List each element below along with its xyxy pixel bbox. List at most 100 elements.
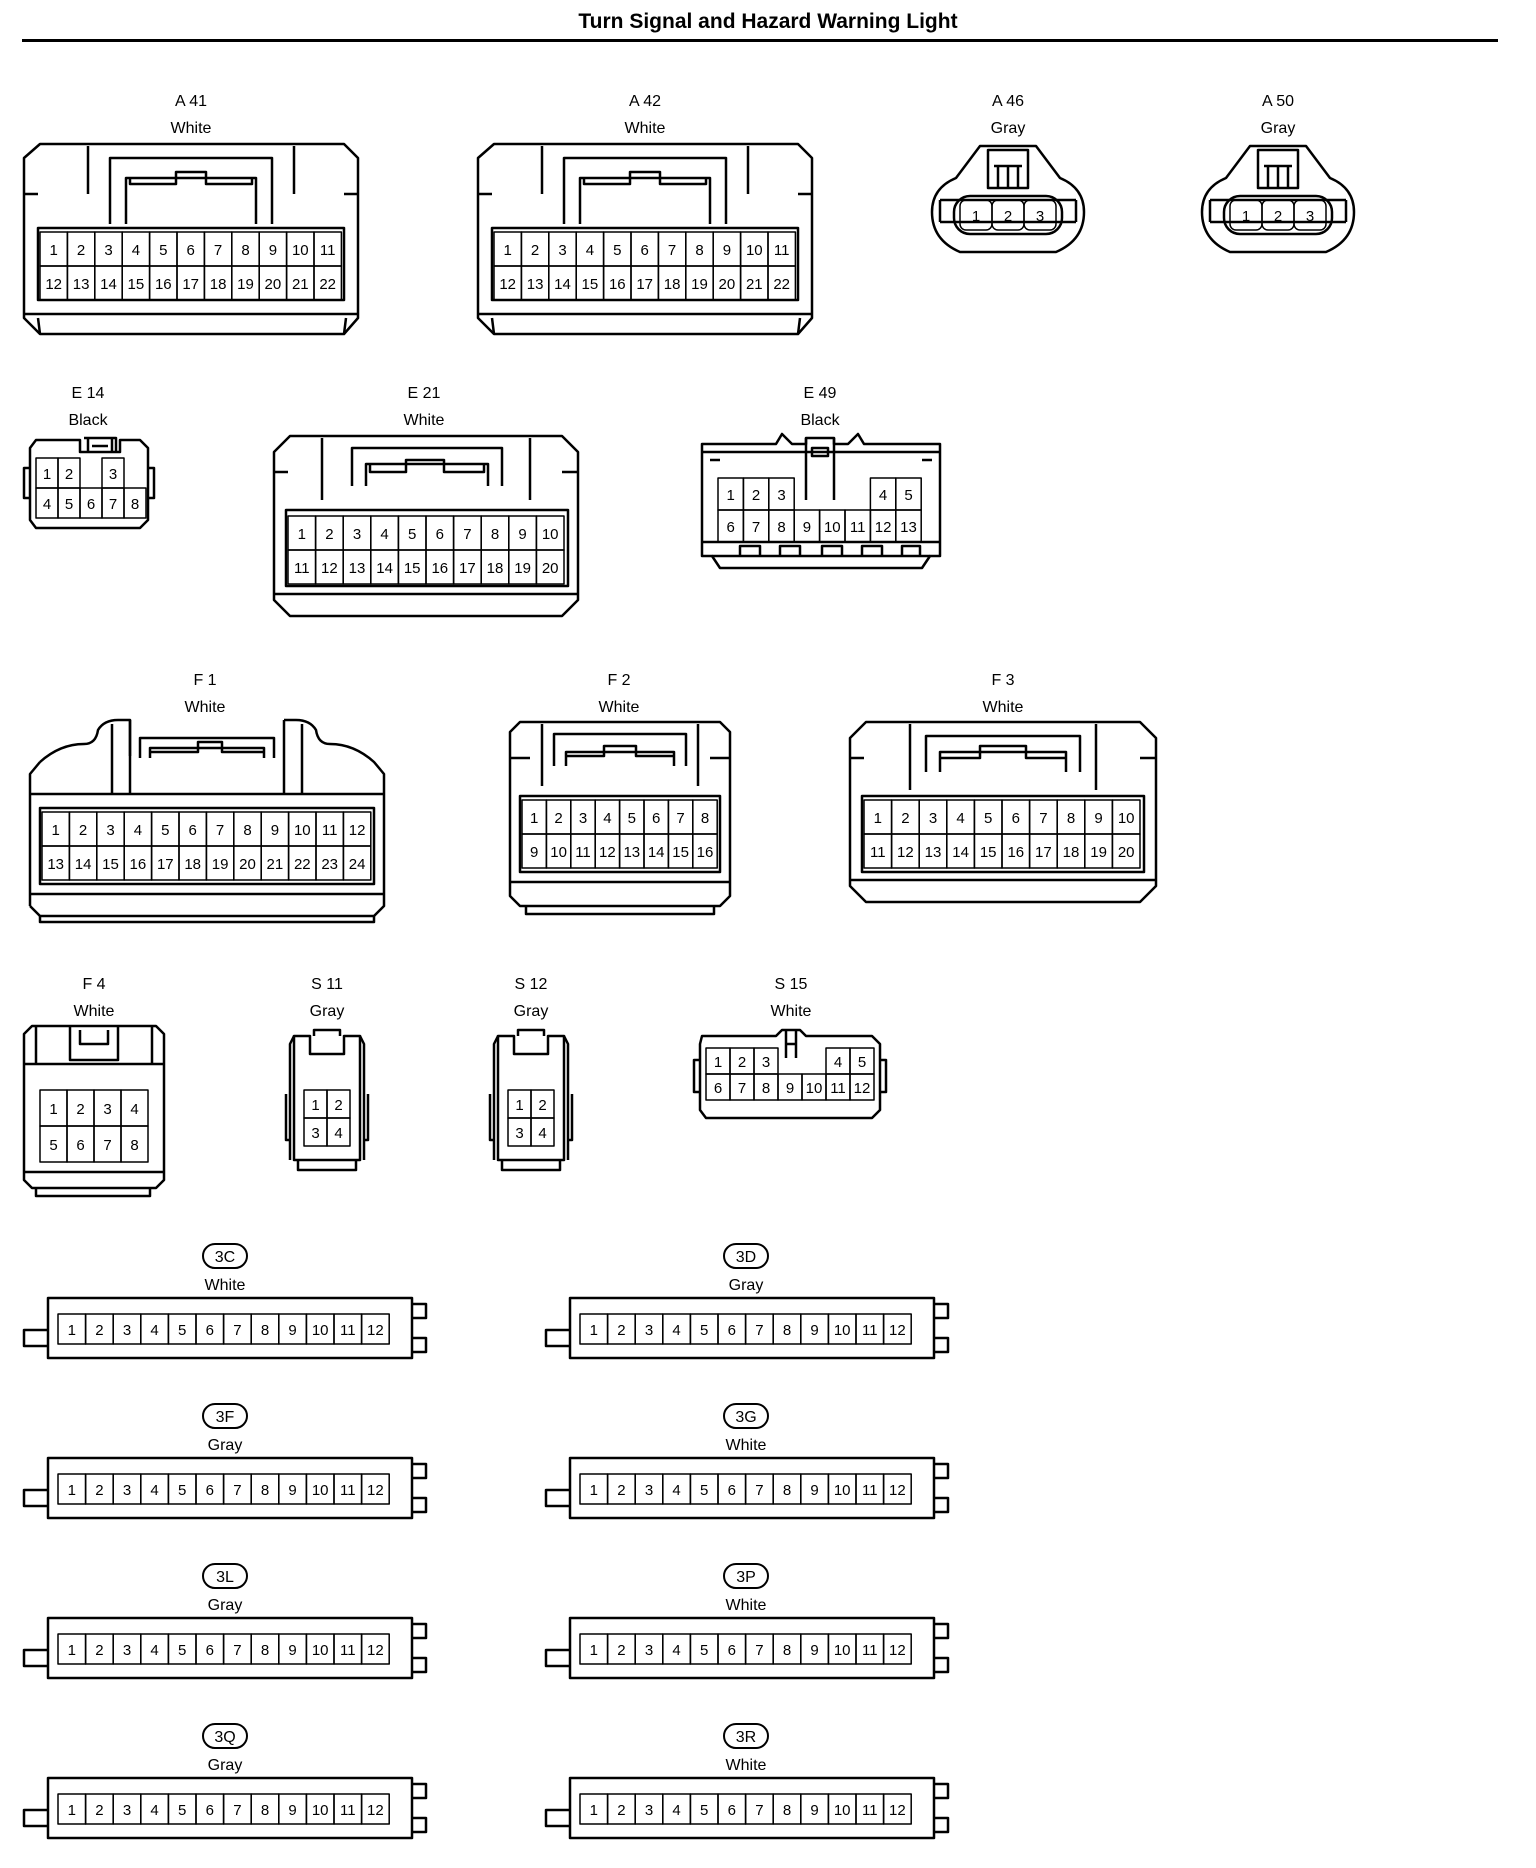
pin-cell: [123, 487, 147, 519]
pin-number: 3: [106, 822, 114, 839]
pin-cell: [1111, 833, 1141, 869]
pin-number: 12: [854, 1080, 871, 1097]
pin-cell: [882, 1633, 912, 1665]
junction-3q-code: 3Q: [214, 1729, 235, 1746]
pin-number: 7: [1039, 810, 1047, 827]
pin-number: 5: [408, 526, 416, 543]
pin-number: 13: [349, 560, 366, 577]
pin-number: 2: [79, 822, 87, 839]
pin-cell: [360, 1313, 390, 1345]
pin-number: 1: [504, 242, 512, 259]
pin-cell: [849, 1073, 875, 1101]
pin-number: 4: [134, 822, 142, 839]
pin-number: 4: [150, 1482, 158, 1499]
pin-number: 15: [582, 276, 599, 293]
pin-number: 18: [184, 856, 201, 873]
connector-f2-code: F 2: [607, 672, 630, 689]
pin-number: 1: [530, 810, 538, 827]
pin-cell: [326, 1117, 351, 1147]
pin-number: 3: [353, 526, 361, 543]
pin-number: 11: [340, 1802, 356, 1819]
pin-number: 6: [189, 822, 197, 839]
junction-3r-code: 3R: [736, 1729, 756, 1746]
pin-number: 3: [104, 242, 112, 259]
junction-3g-code: 3G: [735, 1409, 756, 1426]
pin-number: 5: [65, 496, 73, 513]
pin-number: 6: [652, 810, 660, 827]
pin-number: 11: [340, 1322, 356, 1339]
pin-number: 18: [1063, 844, 1080, 861]
pin-number: 2: [617, 1802, 625, 1819]
pin-number: 1: [590, 1802, 598, 1819]
pin-number: 8: [261, 1322, 269, 1339]
pin-number: 9: [518, 526, 526, 543]
pin-number: 22: [294, 856, 311, 873]
pin-number: 15: [128, 276, 145, 293]
connector-f4-code: F 4: [82, 976, 105, 993]
pin-number: 13: [623, 844, 640, 861]
pin-number: 4: [672, 1802, 680, 1819]
pin-number: 6: [1012, 810, 1020, 827]
pin-number: 9: [810, 1802, 818, 1819]
junction-3r-color: White: [726, 1757, 767, 1774]
pin-number: 5: [984, 810, 992, 827]
pin-number: 9: [288, 1482, 296, 1499]
pin-number: 11: [340, 1482, 356, 1499]
pin-number: 14: [952, 844, 969, 861]
pin-number: 8: [701, 810, 709, 827]
pin-number: 12: [599, 844, 616, 861]
pin-number: 8: [762, 1080, 770, 1097]
pin-number: 3: [762, 1054, 770, 1071]
junction-3l-color: Gray: [208, 1597, 243, 1614]
pin-number: 9: [271, 822, 279, 839]
pin-number: 19: [1090, 844, 1107, 861]
pin-number: 5: [628, 810, 636, 827]
connector-a41-code: A 41: [175, 93, 207, 110]
pin-number: 11: [862, 1482, 878, 1499]
pin-number: 7: [755, 1802, 763, 1819]
pin-number: 9: [723, 242, 731, 259]
pin-number: 4: [672, 1322, 680, 1339]
pin-number: 15: [404, 560, 421, 577]
pin-number: 8: [695, 242, 703, 259]
pin-number: 5: [700, 1482, 708, 1499]
pin-number: 2: [95, 1802, 103, 1819]
pin-number: 11: [850, 519, 866, 536]
pin-number: 5: [700, 1642, 708, 1659]
pin-number: 2: [752, 487, 760, 504]
pin-number: 12: [499, 276, 516, 293]
pin-number: 18: [487, 560, 504, 577]
pin-number: 9: [786, 1080, 794, 1097]
pin-number: 5: [613, 242, 621, 259]
pin-number: 5: [49, 1137, 57, 1154]
pin-cell: [895, 509, 922, 543]
pin-number: 13: [527, 276, 544, 293]
pin-number: 24: [349, 856, 366, 873]
pin-number: 3: [645, 1482, 653, 1499]
pin-cell: [882, 1473, 912, 1505]
pin-number: 16: [130, 856, 147, 873]
pin-number: 4: [132, 242, 140, 259]
pin-cell: [535, 549, 565, 585]
pin-cell: [360, 1793, 390, 1825]
pin-number: 5: [700, 1322, 708, 1339]
pin-number: 1: [68, 1642, 76, 1659]
pin-number: 6: [728, 1482, 736, 1499]
pin-number: 6: [728, 1642, 736, 1659]
pin-number: 3: [515, 1125, 523, 1142]
pin-number: 8: [261, 1482, 269, 1499]
pin-number: 7: [233, 1322, 241, 1339]
pin-number: 4: [672, 1482, 680, 1499]
pin-number: 10: [292, 242, 309, 259]
pin-number: 2: [95, 1482, 103, 1499]
page-title: Turn Signal and Hazard Warning Light: [578, 10, 958, 33]
